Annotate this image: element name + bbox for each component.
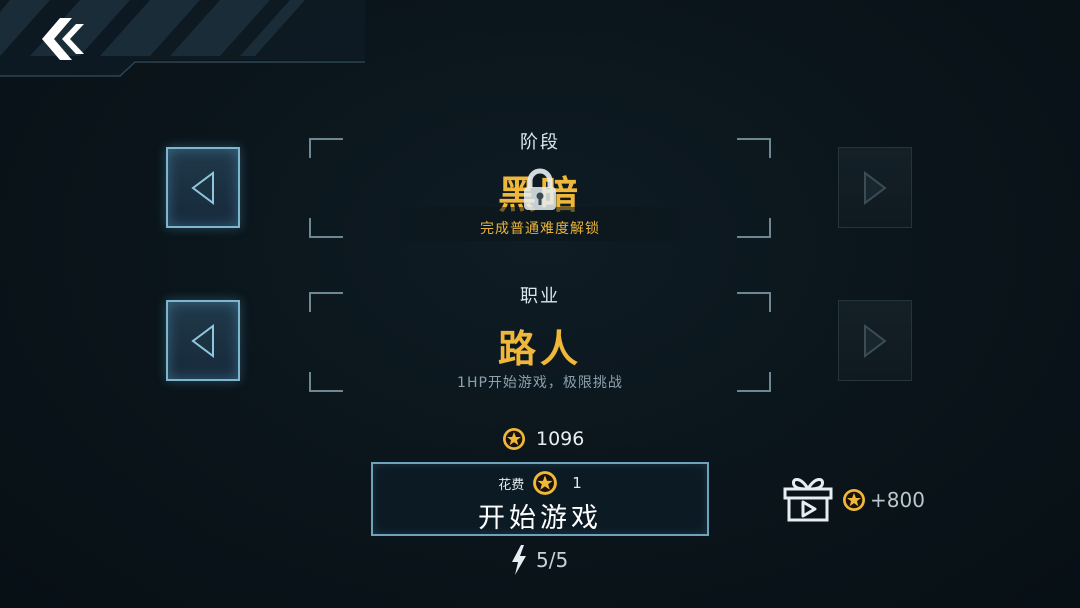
padlock-icon	[524, 168, 556, 210]
double-chevron-left-icon	[42, 18, 84, 60]
profession-description: 1HP开始游戏，极限挑战	[457, 375, 623, 391]
profession-prev-button[interactable]	[166, 300, 240, 381]
stage-label: 阶段	[520, 132, 560, 153]
star-coin-icon	[533, 471, 558, 495]
profession-label: 职业	[520, 286, 560, 307]
coin-balance: 1096	[502, 427, 584, 451]
triangle-left-icon	[191, 323, 214, 358]
triangle-right-icon	[864, 170, 887, 205]
triangle-left-icon	[191, 170, 214, 205]
cost-value: 1	[572, 474, 582, 492]
stage-next-button[interactable]	[838, 147, 912, 228]
profession-value: 路人	[497, 327, 582, 371]
star-coin-icon	[843, 489, 865, 511]
profession-selector: 职业 路人 1HP开始游戏，极限挑战	[309, 286, 771, 392]
stage-unlock-hint: 完成普通难度解锁	[480, 221, 600, 237]
star-coin-icon	[503, 428, 525, 450]
back-button[interactable]	[36, 14, 88, 64]
start-game-label: 开始游戏	[478, 503, 602, 534]
profession-next-button[interactable]	[838, 300, 912, 381]
stage-prev-button[interactable]	[166, 147, 240, 228]
start-game-button[interactable]: 花费 1 开始游戏	[371, 462, 709, 536]
coin-total: 1096	[536, 428, 585, 450]
triangle-right-icon	[864, 323, 887, 358]
cost-label: 花费	[498, 477, 525, 493]
lock-shade	[378, 207, 702, 241]
cost-row: 花费 1	[373, 470, 707, 496]
gift-reward: +800	[842, 488, 925, 512]
energy-value: 5/5	[536, 548, 569, 572]
gift-reward-value: +800	[870, 488, 925, 512]
gift-box-play-icon[interactable]	[781, 474, 835, 522]
lightning-icon	[512, 545, 526, 575]
energy-indicator: 5/5	[510, 545, 568, 575]
